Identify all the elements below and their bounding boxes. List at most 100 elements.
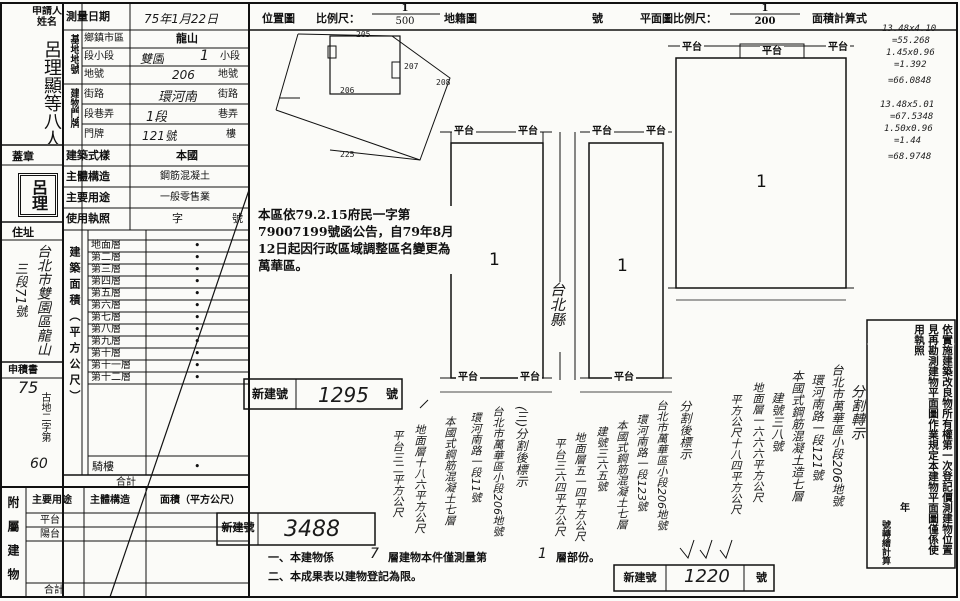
floor-dot: • bbox=[194, 251, 201, 264]
floor-dot: • bbox=[194, 335, 201, 348]
door-label: 門牌 bbox=[84, 129, 104, 140]
lower-new-number-value: 3488 bbox=[284, 517, 340, 542]
hand-column: 建號三八號 bbox=[770, 392, 784, 452]
floor-dot: • bbox=[194, 323, 201, 336]
hand-column: 本國式鋼筋混凝土七層 bbox=[443, 416, 456, 526]
footnote-1-prefix: 一、本建物係 bbox=[268, 551, 334, 564]
sketch-lot-number: 206 bbox=[340, 86, 355, 95]
area-book-label: 申積書 bbox=[8, 365, 38, 376]
floor-row-label: 第二層 bbox=[91, 252, 121, 263]
new-building-number-suffix: 號 bbox=[386, 387, 399, 401]
use-label: 主要用途 bbox=[66, 191, 110, 204]
room-mark: 1 bbox=[756, 172, 767, 192]
footnote-1-floors: 7 bbox=[370, 546, 379, 562]
section-label: 段小段 bbox=[84, 51, 114, 62]
lot-suffix: 地號 bbox=[218, 69, 238, 80]
lane-value: 1段 bbox=[146, 110, 168, 125]
floor-row-label: 第九層 bbox=[91, 336, 121, 347]
area-book-value-3: 60 bbox=[30, 456, 48, 472]
location-scale-denominator: 500 bbox=[395, 16, 415, 27]
annex-structure-label: 主體構造 bbox=[90, 495, 130, 506]
annex-use-label: 主要用途 bbox=[32, 495, 72, 506]
hand-column: 台北市萬華區小段206地號 bbox=[830, 364, 844, 507]
annex-total-label: 合計 bbox=[44, 585, 64, 596]
permit-label: 使用執照 bbox=[66, 212, 110, 225]
applicant-seal: 呂理 bbox=[18, 173, 58, 217]
room-mark: 1 bbox=[617, 256, 628, 276]
area-book-value-2: 古地二字第 bbox=[39, 392, 50, 442]
balcony-label: 平台 bbox=[518, 372, 542, 383]
footnote-1-floor-number: 1 bbox=[538, 546, 547, 562]
floor-row-label: 第八層 bbox=[91, 324, 121, 335]
cadastral-map-label: 地籍圖 bbox=[444, 12, 477, 25]
use-value: 一般零售業 bbox=[160, 192, 210, 203]
floor-row-label: 第六層 bbox=[91, 300, 121, 311]
hand-column: (三)分割後標示 bbox=[514, 406, 528, 488]
total-label: 合計 bbox=[116, 477, 136, 488]
regulation-note-year: 年 bbox=[900, 503, 910, 514]
annex-label: 附屬建物 bbox=[6, 496, 19, 588]
sketch-lot-number: 208 bbox=[436, 78, 451, 87]
section-value-2: 1 bbox=[200, 48, 209, 64]
hand-column: 環河南路一段121號 bbox=[810, 374, 824, 481]
regulation-note: 依實施建築改良物所有權第一次登記價測建物位置見再勘測建物平面圖作業規定本建物平面… bbox=[913, 324, 953, 555]
calc-line: =1.392 bbox=[894, 60, 927, 70]
seal-label: 蓋章 bbox=[12, 150, 34, 163]
bottom-new-number-label: 新建號 bbox=[623, 571, 657, 584]
style-label: 建築式樣 bbox=[66, 149, 110, 162]
balcony-label: 平台 bbox=[590, 126, 614, 137]
bottom-new-number-value: 1220 bbox=[684, 566, 730, 587]
address-label: 住址 bbox=[12, 226, 34, 239]
floor-dot: • bbox=[194, 371, 201, 384]
calc-line: =68.9748 bbox=[888, 152, 932, 162]
structure-value: 鋼筋混凝土 bbox=[160, 171, 210, 182]
balcony-label: 平台 bbox=[760, 46, 784, 57]
calc-line: 1.50x0.96 bbox=[884, 124, 933, 134]
balcony-label: 平台 bbox=[644, 126, 668, 137]
footnote-1-mid: 層建物本件僅測量第 bbox=[388, 551, 487, 564]
sketch-lot-number: 207 bbox=[404, 62, 419, 71]
street-value: 環河南 bbox=[158, 90, 198, 105]
new-building-number-label: 新建號 bbox=[251, 387, 288, 401]
lower-new-number-label: 新建號 bbox=[221, 521, 255, 534]
lot-label: 地號 bbox=[84, 69, 104, 80]
floor-row-label: 地面層 bbox=[91, 240, 121, 251]
hand-column: 台北市萬華區小段206地號 bbox=[655, 400, 668, 531]
district-change-notice: 本區依79.2.15府民一字第79007199號函公告，自79年8月12日起因行… bbox=[258, 206, 454, 274]
balcony-label: 平台 bbox=[826, 42, 850, 53]
hand-column: 平方公尺十八四平方公尺 bbox=[729, 394, 742, 515]
footnote-2: 二、本成果表以建物登記為限。 bbox=[268, 570, 422, 583]
lot-value: 206 bbox=[172, 68, 195, 82]
survey-date-label: 測量日期 bbox=[66, 10, 110, 23]
room-mark: 1 bbox=[489, 250, 500, 270]
hand-column: 地面層五一四平方公尺 bbox=[573, 432, 586, 542]
floor-row-label: 第七層 bbox=[91, 312, 121, 323]
annex-area-label: 面積（平方公尺） bbox=[160, 495, 240, 506]
floor-dot: • bbox=[194, 359, 201, 372]
calc-line: 13.48x5.01 bbox=[880, 100, 935, 110]
district-value: 龍山 bbox=[176, 32, 198, 45]
door-suffix: 樓 bbox=[226, 129, 236, 140]
floors-side-label: 建築面積（平方公尺） bbox=[68, 246, 81, 406]
street-handwritten: 台北縣 bbox=[548, 282, 566, 352]
balcony-label: 平台 bbox=[456, 372, 480, 383]
district-label: 鄉鎮市區 bbox=[84, 33, 124, 44]
cadastral-map-suffix: 號 bbox=[592, 12, 603, 25]
hand-column: 平台三二平方公尺 bbox=[391, 430, 404, 518]
calc-line: =66.0848 bbox=[888, 76, 932, 86]
balcony-label: 平台 bbox=[516, 126, 540, 137]
applicant-label: 申請人姓名 bbox=[32, 6, 62, 28]
plan-scale-denominator: 200 bbox=[754, 16, 776, 27]
location-scale-label: 比例尺： bbox=[316, 12, 360, 25]
annex-row-label: 平台 bbox=[40, 515, 60, 526]
address-handwritten: 台北市雙園區龍山 bbox=[35, 244, 51, 356]
lane-label: 段巷弄 bbox=[84, 109, 114, 120]
section-suffix: 小段 bbox=[220, 51, 240, 62]
hand-column: 地面層十八六平方公尺 bbox=[413, 424, 426, 534]
floor-row-label: 第四層 bbox=[91, 276, 121, 287]
sketch-lot-number: 225 bbox=[340, 150, 355, 159]
hand-column: 地面層一六六六平方公尺 bbox=[751, 382, 764, 503]
floor-dot: • bbox=[194, 275, 201, 288]
location-map-label: 位置圖 bbox=[262, 12, 295, 25]
